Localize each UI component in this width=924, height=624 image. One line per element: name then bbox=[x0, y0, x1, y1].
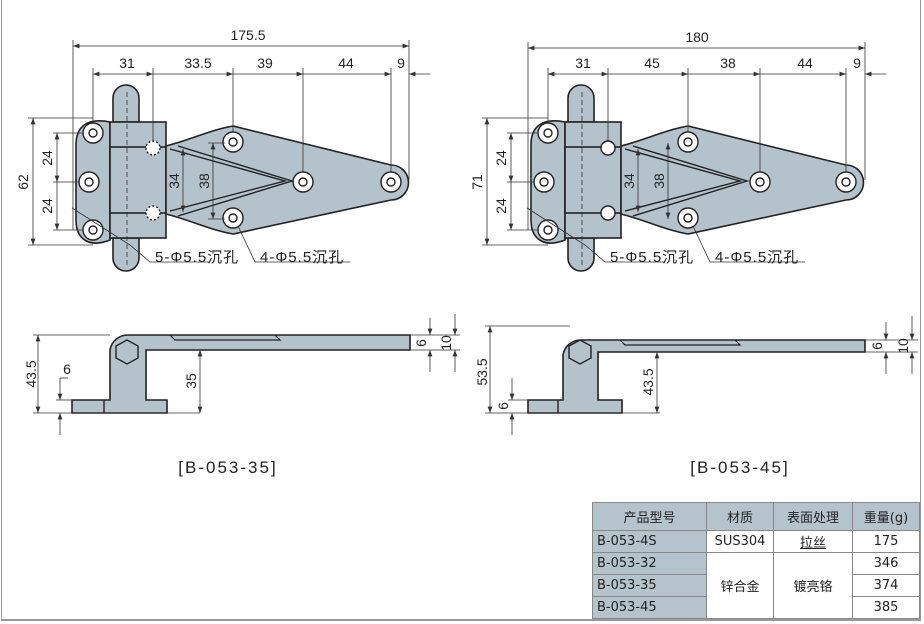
top-view-b-053-35: 175.5 31 33.5 39 44 9 62 24 24 34 38 5-Φ… bbox=[15, 27, 430, 272]
dim-inner-1: 34 bbox=[166, 173, 182, 189]
dim-overall: 180 bbox=[685, 29, 709, 45]
dim-total-height: 53.5 bbox=[474, 358, 490, 385]
dim-pitch-2: 24 bbox=[493, 198, 509, 214]
dim-spacing-3: 38 bbox=[720, 55, 736, 71]
hinge-body bbox=[75, 84, 410, 272]
side-view-b-053-35: 43.5 6 35 6 10 [B-053-35] bbox=[23, 314, 460, 477]
dim-leaf-height: 43.5 bbox=[640, 368, 656, 395]
cell-material-shared: 锌合金 bbox=[706, 552, 774, 619]
dim-spacing-2: 45 bbox=[644, 55, 660, 71]
dim-height: 71 bbox=[469, 174, 485, 190]
dim-spacing-4: 44 bbox=[338, 55, 354, 71]
cell-model: B-053-32 bbox=[592, 552, 707, 575]
cell-finish-shared: 镀亮铬 bbox=[773, 552, 853, 619]
spec-table: 产品型号 材质 表面处理 重量(g) B-053-4S SUS304 拉丝 17… bbox=[592, 502, 920, 619]
dim-pitch-2: 24 bbox=[39, 198, 55, 214]
hex-nut-icon bbox=[115, 339, 139, 365]
side-view-b-053-45: 53.5 6 43.5 6 10 [B-053-45] bbox=[474, 316, 918, 477]
dim-height: 62 bbox=[15, 174, 31, 190]
header-material: 材质 bbox=[706, 502, 774, 531]
cell-model: B-053-35 bbox=[592, 574, 707, 597]
dimension-lines bbox=[28, 40, 430, 263]
dim-inner-2: 38 bbox=[651, 173, 667, 189]
dim-knuckle: 10 bbox=[895, 338, 911, 354]
cell-weight: 385 bbox=[852, 596, 920, 619]
cell-finish: 拉丝 bbox=[773, 530, 853, 553]
cell-weight: 175 bbox=[852, 530, 920, 553]
cell-model: B-053-45 bbox=[592, 596, 707, 619]
cell-model: B-053-4S bbox=[592, 530, 707, 553]
table-header-row: 产品型号 材质 表面处理 重量(g) bbox=[592, 502, 920, 531]
dim-spacing-1: 31 bbox=[119, 55, 135, 71]
cell-material: SUS304 bbox=[706, 530, 774, 553]
table-row: B-053-45 385 bbox=[592, 596, 920, 619]
note-countersunk-5: 5-Φ5.5沉孔 bbox=[610, 249, 694, 266]
dim-spacing-5: 9 bbox=[853, 55, 861, 71]
dim-spacing-4: 44 bbox=[797, 55, 813, 71]
table-row: B-053-32 锌合金 镀亮铬 346 bbox=[592, 552, 920, 619]
table-row: B-053-4S SUS304 拉丝 175 bbox=[592, 530, 920, 553]
dim-leaf-height: 35 bbox=[183, 373, 199, 389]
dim-spacing-2: 33.5 bbox=[184, 55, 211, 71]
header-weight: 重量(g) bbox=[852, 502, 920, 531]
model-label: [B-053-35] bbox=[178, 458, 277, 477]
dimension-lines bbox=[482, 42, 886, 263]
dim-inner-2: 38 bbox=[196, 173, 212, 189]
model-label: [B-053-45] bbox=[690, 458, 789, 477]
dim-pitch-1: 24 bbox=[493, 150, 509, 166]
note-countersunk-4: 4-Φ5.5沉孔 bbox=[715, 249, 799, 266]
top-view-b-053-45: 180 31 45 38 44 9 71 24 24 34 38 5-Φ5.5沉… bbox=[469, 29, 886, 272]
header-model: 产品型号 bbox=[592, 502, 707, 531]
dim-pitch-1: 24 bbox=[39, 150, 55, 166]
dim-spacing-1: 31 bbox=[575, 55, 591, 71]
dim-inner-1: 34 bbox=[621, 173, 637, 189]
mounting-holes bbox=[78, 122, 402, 241]
dim-leaf-thickness: 6 bbox=[413, 339, 429, 347]
dim-overall: 175.5 bbox=[230, 27, 265, 43]
dim-base-thickness: 6 bbox=[495, 402, 511, 410]
hex-nut-icon bbox=[568, 339, 592, 365]
dim-spacing-3: 39 bbox=[257, 55, 273, 71]
cell-weight: 374 bbox=[852, 574, 920, 597]
note-countersunk-4: 4-Φ5.5沉孔 bbox=[260, 249, 344, 266]
dim-base-thickness: 6 bbox=[63, 361, 71, 377]
table-row: B-053-35 374 bbox=[592, 574, 920, 597]
header-finish: 表面处理 bbox=[773, 502, 853, 531]
cell-weight: 346 bbox=[852, 552, 920, 575]
hinge-body bbox=[530, 84, 865, 272]
dim-knuckle: 10 bbox=[438, 335, 454, 351]
dim-leaf-thickness: 6 bbox=[869, 342, 885, 350]
dim-total-height: 43.5 bbox=[23, 360, 39, 387]
note-countersunk-5: 5-Φ5.5沉孔 bbox=[155, 249, 239, 266]
dim-spacing-5: 9 bbox=[397, 55, 405, 71]
